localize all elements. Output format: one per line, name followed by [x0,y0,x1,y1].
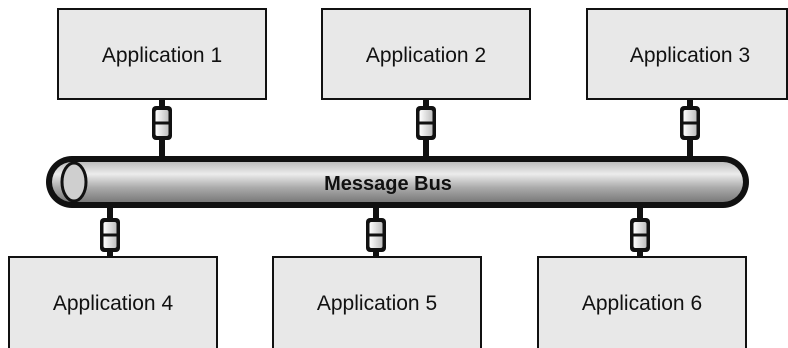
plug-connector-icon [680,106,700,140]
application-label: Application 3 [630,44,750,67]
bottom-connectors [100,218,650,252]
application-box-5: Application 5 [272,256,482,348]
bus-label: Message Bus [324,173,452,195]
application-box-3: Application 3 [586,8,788,100]
application-box-6: Application 6 [537,256,747,348]
application-label: Application 1 [102,44,222,67]
application-label: Application 6 [582,292,702,315]
plug-connector-icon [366,218,386,252]
plug-connector-icon [416,106,436,140]
application-label: Application 5 [317,292,437,315]
application-box-1: Application 1 [57,8,267,100]
application-label: Application 4 [53,292,174,315]
application-box-4: Application 4 [8,256,218,348]
application-box-2: Application 2 [321,8,531,100]
plug-connector-icon [100,218,120,252]
message-bus: Message Bus [46,156,749,208]
application-label: Application 2 [366,44,486,67]
plug-connector-icon [630,218,650,252]
plug-connector-icon [152,106,172,140]
top-connectors [152,106,700,140]
bus-end-cap [60,161,88,203]
